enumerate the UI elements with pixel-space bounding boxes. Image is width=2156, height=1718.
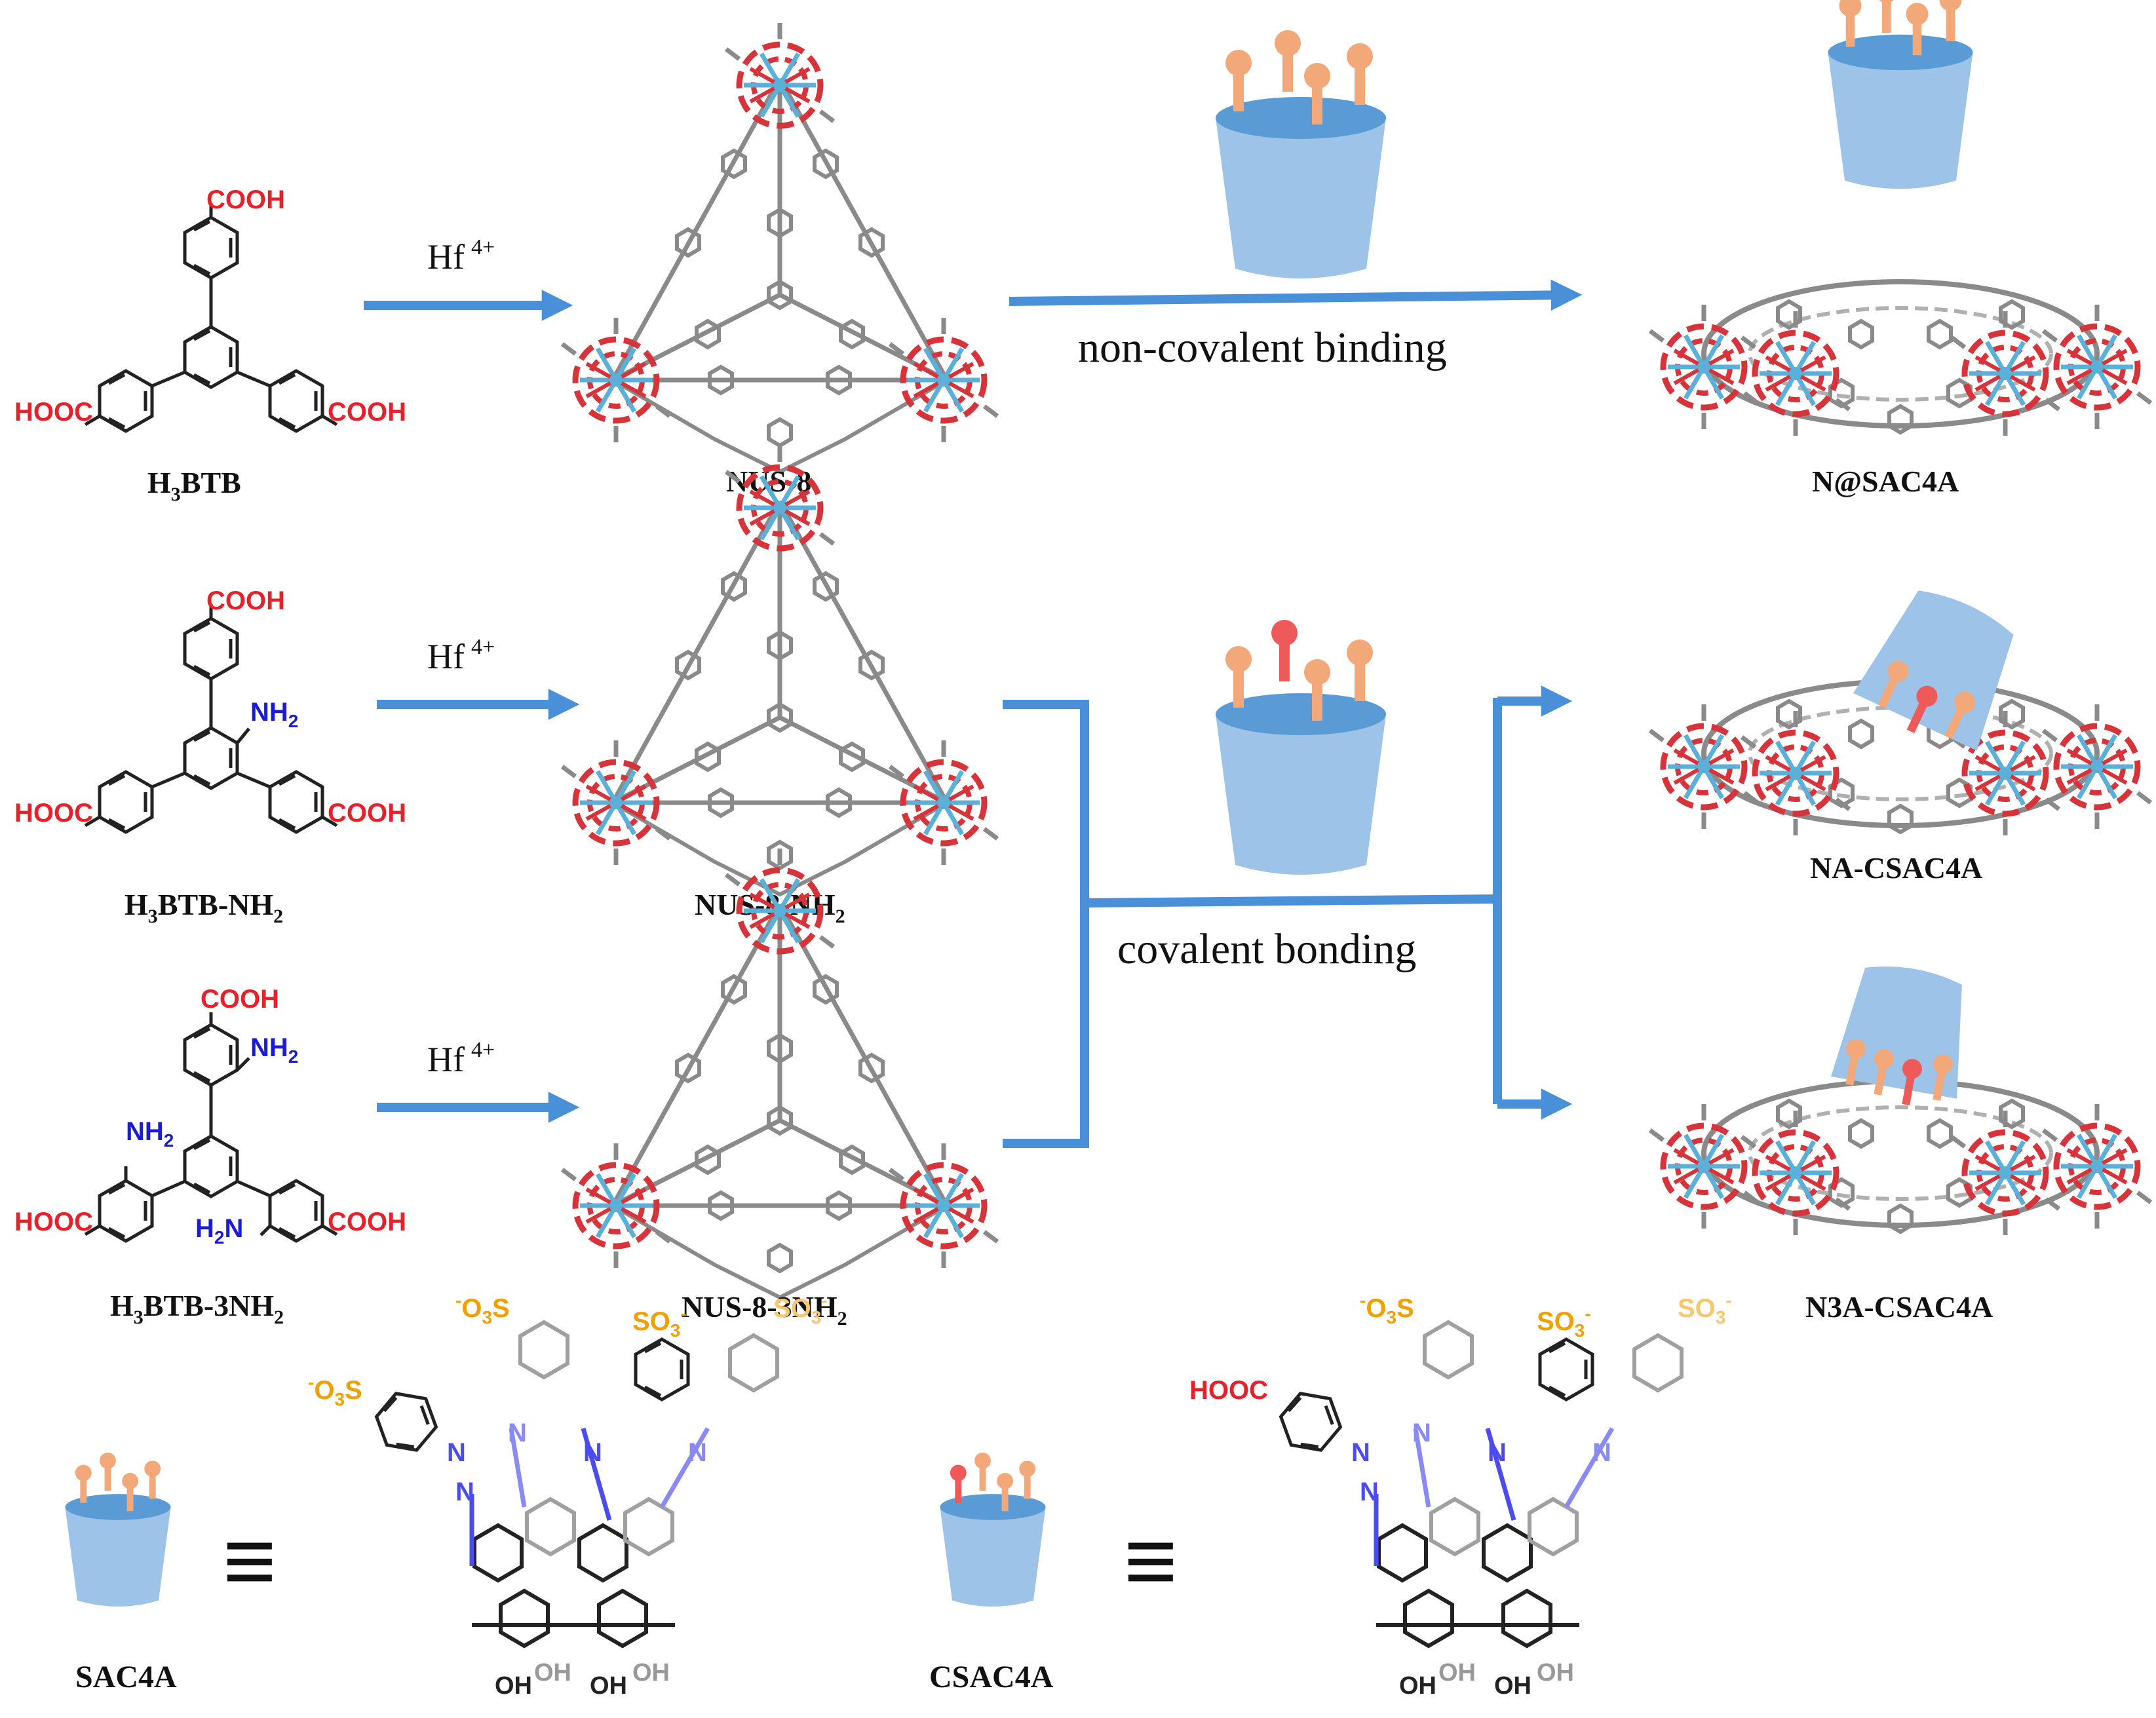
cooh-label: COOH xyxy=(328,398,406,427)
azo-n: N xyxy=(1412,1419,1431,1447)
linker-h3btb-nh2 xyxy=(84,604,338,832)
hooc-label: HOOC xyxy=(1189,1376,1268,1405)
azo-n: N xyxy=(1360,1478,1379,1506)
non-covalent-label: non-covalent binding xyxy=(1078,324,1447,372)
nh2-label: NH2 xyxy=(126,1117,174,1151)
product-n-sac4a xyxy=(1650,282,2151,436)
oh-label: OH xyxy=(495,1672,532,1700)
host-label-csac4a: CSAC4A xyxy=(929,1660,1054,1694)
product-n3a-csac4a xyxy=(1650,1081,2151,1235)
nh2-label: NH2 xyxy=(250,1033,298,1067)
hooc-label: HOOC xyxy=(14,1208,93,1236)
sulfonate-label: SO3- xyxy=(632,1303,687,1341)
sulfonate-label: SO3- xyxy=(1537,1303,1591,1341)
equivalence-symbol: ≡ xyxy=(1124,1509,1178,1612)
sac4a-structure xyxy=(372,1322,777,1646)
azo-n: N xyxy=(583,1438,602,1467)
cooh-label: COOH xyxy=(201,985,279,1014)
linker-label-h3btb-3nh2: H3BTB-3NH2 xyxy=(110,1289,284,1328)
cup-csac4a-middle xyxy=(1216,620,1386,875)
mof-label-nus-8-3nh2: NUS-8-3NH2 xyxy=(682,1290,847,1329)
azo-n: N xyxy=(688,1438,707,1467)
covalent-label: covalent bonding xyxy=(1117,925,1416,973)
oh-label: OH xyxy=(1399,1672,1436,1700)
linker-h3btb xyxy=(84,203,338,431)
cup-csac4a-legend xyxy=(940,1453,1046,1607)
cup-on-product-1 xyxy=(1828,0,1973,189)
oh-label: OH xyxy=(1537,1659,1574,1687)
oh-label: OH xyxy=(590,1672,627,1700)
azo-n: N xyxy=(508,1419,527,1447)
sulfonate-label: -O3S xyxy=(308,1372,362,1409)
azo-n: N xyxy=(447,1438,466,1467)
oh-label: OH xyxy=(1494,1672,1531,1700)
arrow-non-covalent xyxy=(1009,279,1583,311)
cooh-label: COOH xyxy=(206,586,285,615)
h2n-label: H2N xyxy=(195,1214,243,1248)
azo-n: N xyxy=(1488,1438,1507,1467)
mof-nus-8-3nh2 xyxy=(562,849,997,1297)
cup-on-product-3 xyxy=(1831,966,1962,1113)
mof-nus-8-nh2 xyxy=(562,446,997,894)
sulfonate-label: -O3S xyxy=(455,1290,510,1327)
product-label-n-sac4a: N@SAC4A xyxy=(1812,465,1959,498)
cup-sac4a-legend xyxy=(65,1453,171,1607)
nh2-label: NH2 xyxy=(250,698,298,731)
oh-label: OH xyxy=(1438,1659,1476,1687)
host-label-sac4a: SAC4A xyxy=(75,1660,177,1694)
oh-label: OH xyxy=(632,1659,670,1687)
cooh-label: COOH xyxy=(328,1208,406,1236)
bracket-left xyxy=(1003,700,1089,1148)
cup-sac4a-top xyxy=(1216,30,1386,278)
cup-on-product-2 xyxy=(1853,590,2014,751)
csac4a-structure xyxy=(1276,1322,1682,1646)
azo-n: N xyxy=(455,1478,474,1506)
cooh-label: COOH xyxy=(206,185,285,214)
sulfonate-label: SO3- xyxy=(1678,1290,1732,1327)
cooh-label: COOH xyxy=(328,799,406,828)
oh-label: OH xyxy=(534,1659,571,1687)
linker-label-h3btb: H3BTB xyxy=(147,466,241,505)
equivalence-symbol: ≡ xyxy=(223,1509,277,1612)
linker-h3btb-3nh2 xyxy=(84,1012,338,1241)
sulfonate-label: SO3- xyxy=(773,1290,828,1327)
hooc-label: HOOC xyxy=(14,799,93,828)
sulfonate-label: -O3S xyxy=(1360,1290,1414,1327)
product-label-na-csac4a: NA-CSAC4A xyxy=(1810,851,1982,885)
azo-n: N xyxy=(1351,1438,1370,1467)
product-label-n3a-csac4a: N3A-CSAC4A xyxy=(1805,1290,1993,1324)
linker-label-h3btb-nh2: H3BTB-NH2 xyxy=(125,888,283,927)
azo-n: N xyxy=(1592,1438,1611,1467)
bracket-center xyxy=(1084,894,1498,907)
hooc-label: HOOC xyxy=(14,398,93,427)
mof-nus-8 xyxy=(562,23,997,472)
